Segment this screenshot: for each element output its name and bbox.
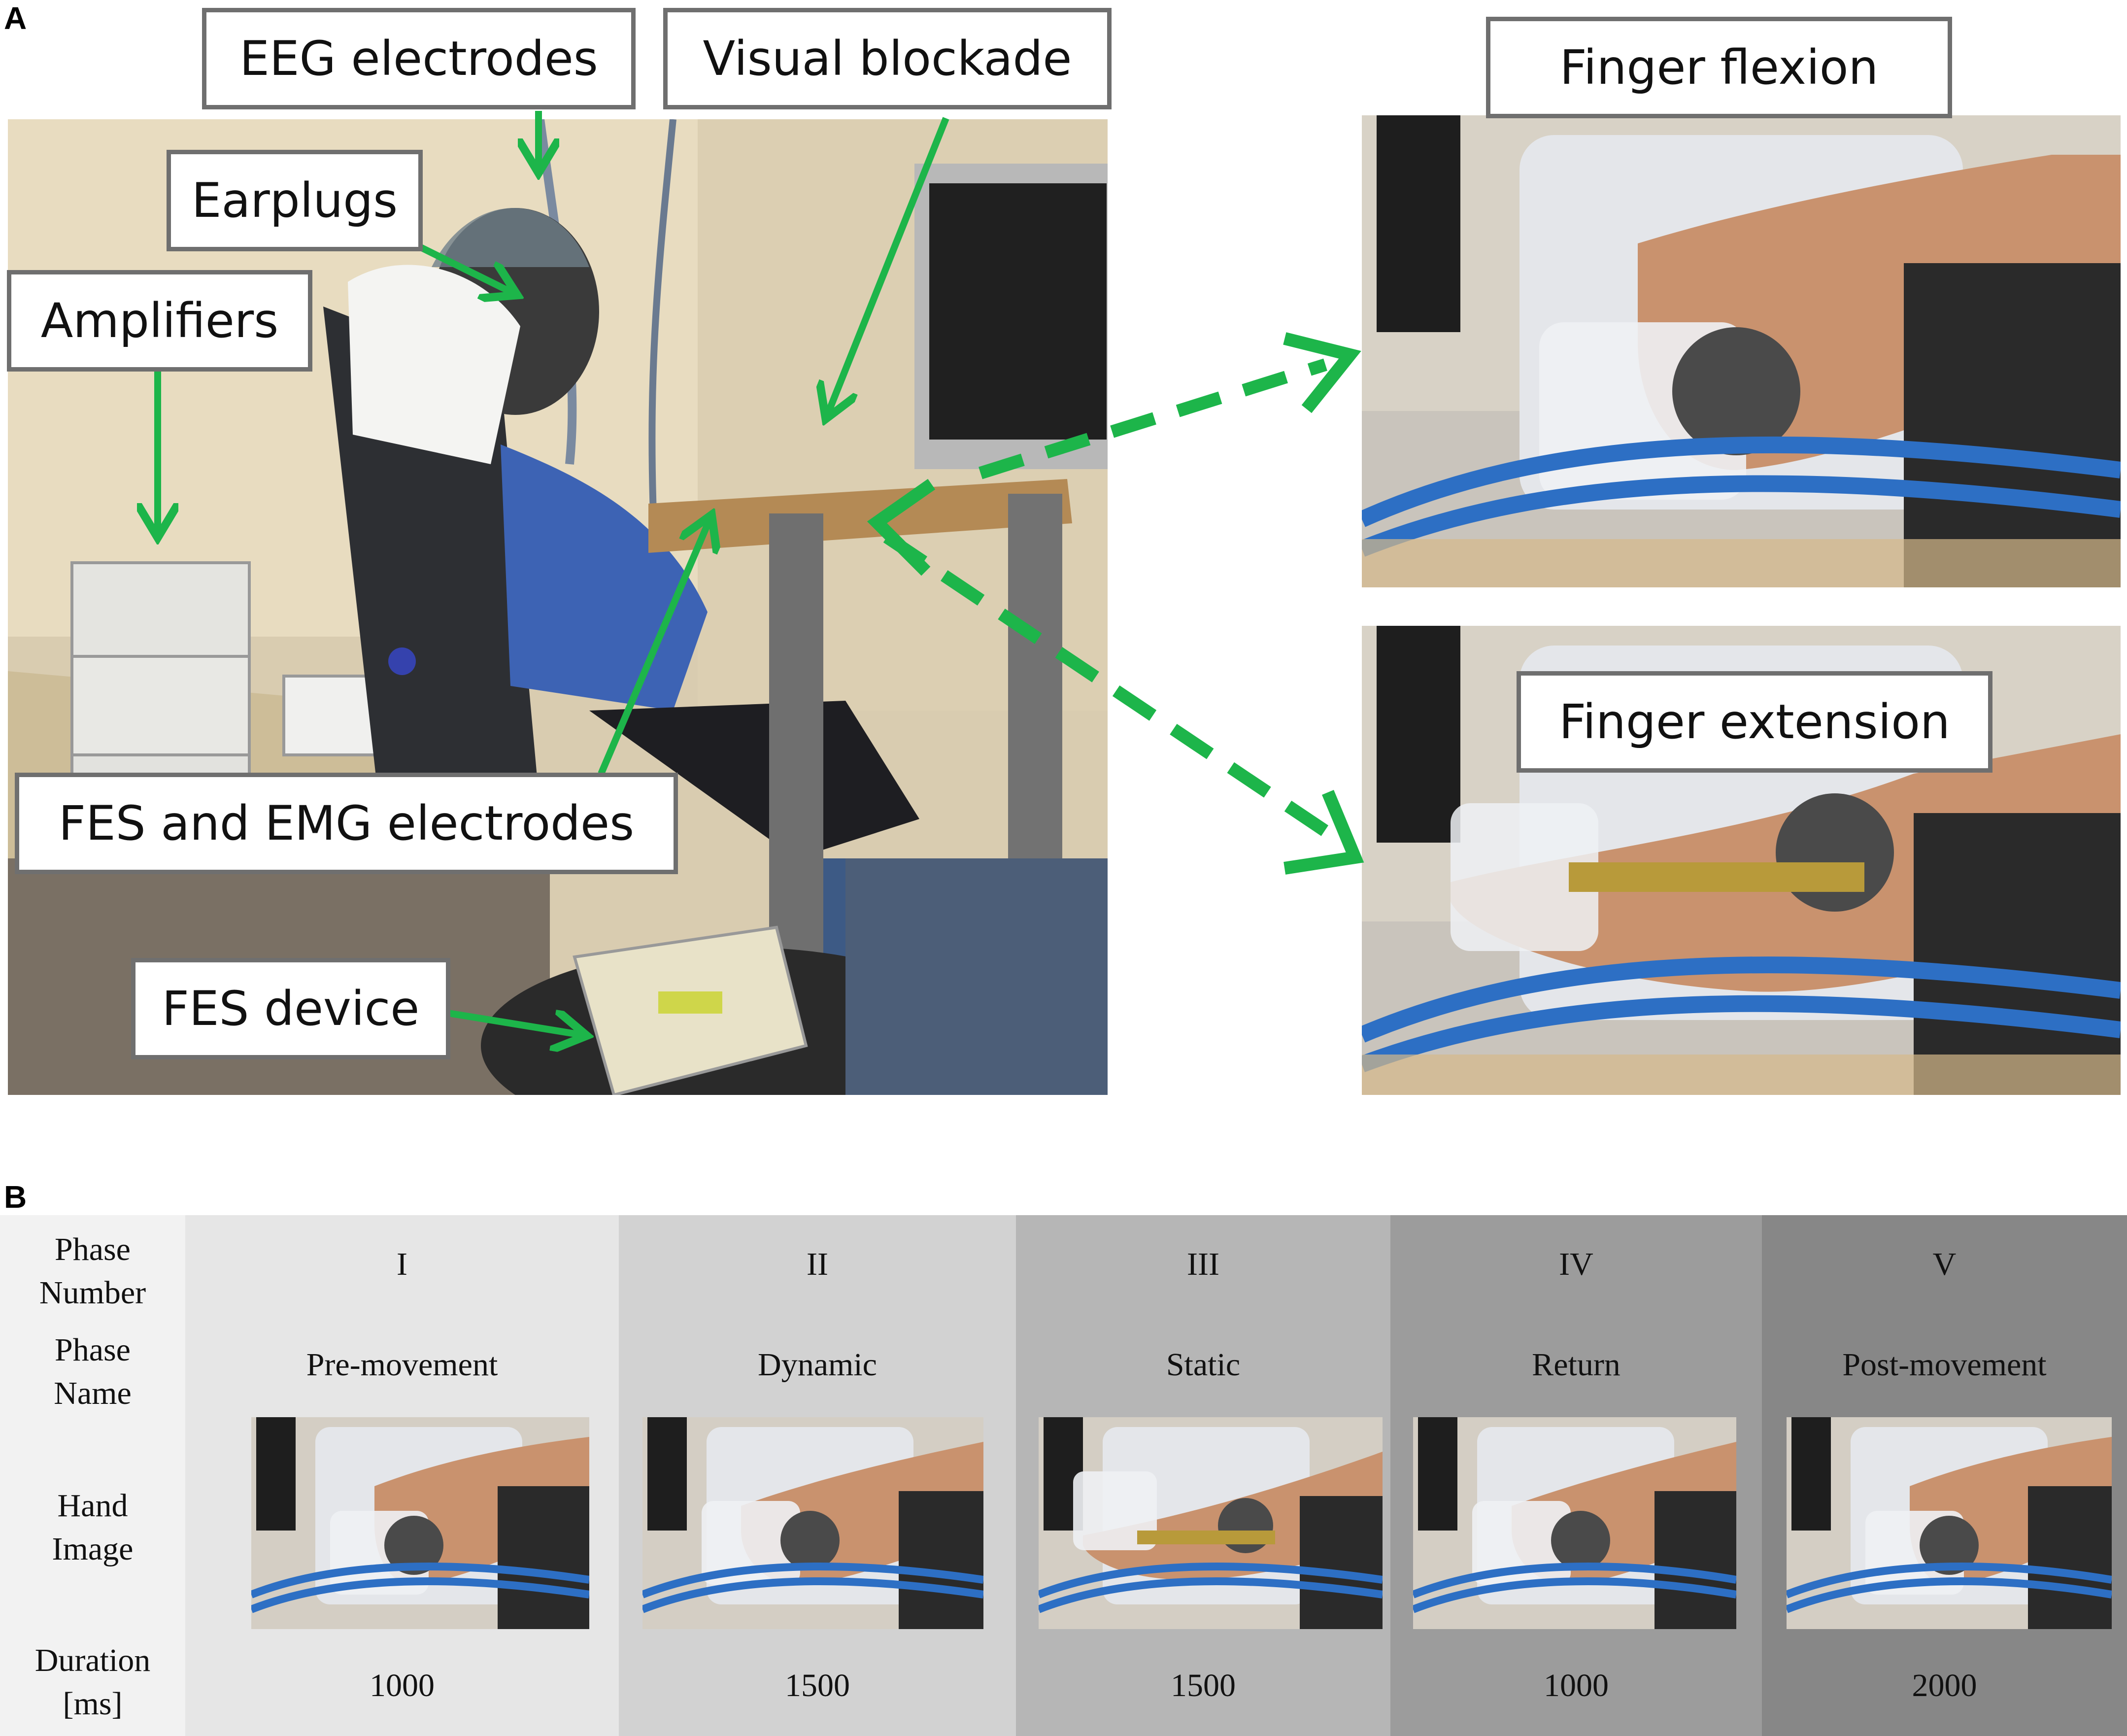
label-finger-flexion: Finger flexion [1486, 17, 1952, 118]
hand-image-thumb [1413, 1417, 1736, 1629]
header-phase-number: Phase Number [0, 1228, 185, 1315]
phase-duration: 1500 [785, 1668, 850, 1703]
hand-image-thumb [642, 1417, 983, 1629]
header-hand-image-line1: Hand [57, 1488, 128, 1524]
phase-number: IV [1559, 1246, 1593, 1282]
phase-column-1: I Pre-movement 1000 [185, 1215, 619, 1736]
header-hand-image-line2: Image [52, 1531, 134, 1567]
phase-name: Post-movement [1842, 1347, 2047, 1383]
arrowhead-flexion [1283, 332, 1361, 413]
hand-image-thumb [251, 1417, 589, 1629]
label-amplifiers: Amplifiers [7, 270, 312, 372]
panel-b-letter: B [4, 1179, 27, 1215]
phase-duration: 1000 [370, 1668, 435, 1703]
hand-image-thumb [1039, 1417, 1383, 1629]
arrowhead-extension [1283, 790, 1364, 875]
phase-column-3: III Static 1500 [1016, 1215, 1390, 1736]
label-visual-blockade: Visual blockade [663, 8, 1112, 109]
finger-flexion-photo [1362, 115, 2121, 587]
label-fes-emg-electrodes: FES and EMG electrodes [15, 773, 678, 874]
lab-setup-photo [8, 119, 1108, 1095]
phase-column-2: II Dynamic 1500 [619, 1215, 1016, 1736]
phase-duration: 2000 [1912, 1668, 1977, 1703]
phase-duration: 1500 [1171, 1668, 1236, 1703]
row-header-column: Phase Number Phase Name Hand Image Durat… [0, 1215, 185, 1736]
label-eeg-electrodes: EEG electrodes [202, 8, 636, 109]
phase-name: Dynamic [758, 1347, 877, 1383]
header-phase-name: Phase Name [0, 1328, 185, 1415]
phase-name: Return [1532, 1347, 1621, 1383]
label-finger-extension: Finger extension [1517, 671, 1992, 773]
label-earplugs: Earplugs [167, 150, 423, 251]
hand-image-thumb [1787, 1417, 2112, 1629]
header-phase-number-line1: Phase [55, 1231, 131, 1267]
phase-number: II [807, 1246, 828, 1282]
header-duration-line1: Duration [34, 1642, 151, 1678]
header-duration-line2: [ms] [63, 1686, 123, 1722]
header-phase-name-line2: Name [54, 1375, 132, 1411]
phase-number: V [1932, 1246, 1957, 1282]
label-fes-device: FES device [131, 958, 450, 1059]
phase-duration: 1000 [1544, 1668, 1609, 1703]
phase-column-4: IV Return 1000 [1390, 1215, 1762, 1736]
header-hand-image: Hand Image [0, 1484, 185, 1571]
phase-column-5: V Post-movement 2000 [1762, 1215, 2127, 1736]
phase-number: I [397, 1246, 407, 1282]
header-duration: Duration [ms] [0, 1639, 185, 1726]
phase-table: Phase Number Phase Name Hand Image Durat… [0, 1215, 2127, 1736]
panel-a-letter: A [4, 0, 27, 36]
header-phase-number-line2: Number [39, 1275, 146, 1311]
header-phase-name-line1: Phase [55, 1332, 131, 1368]
phase-name: Static [1166, 1347, 1241, 1383]
phase-name: Pre-movement [306, 1347, 498, 1383]
phase-number: III [1187, 1246, 1219, 1282]
